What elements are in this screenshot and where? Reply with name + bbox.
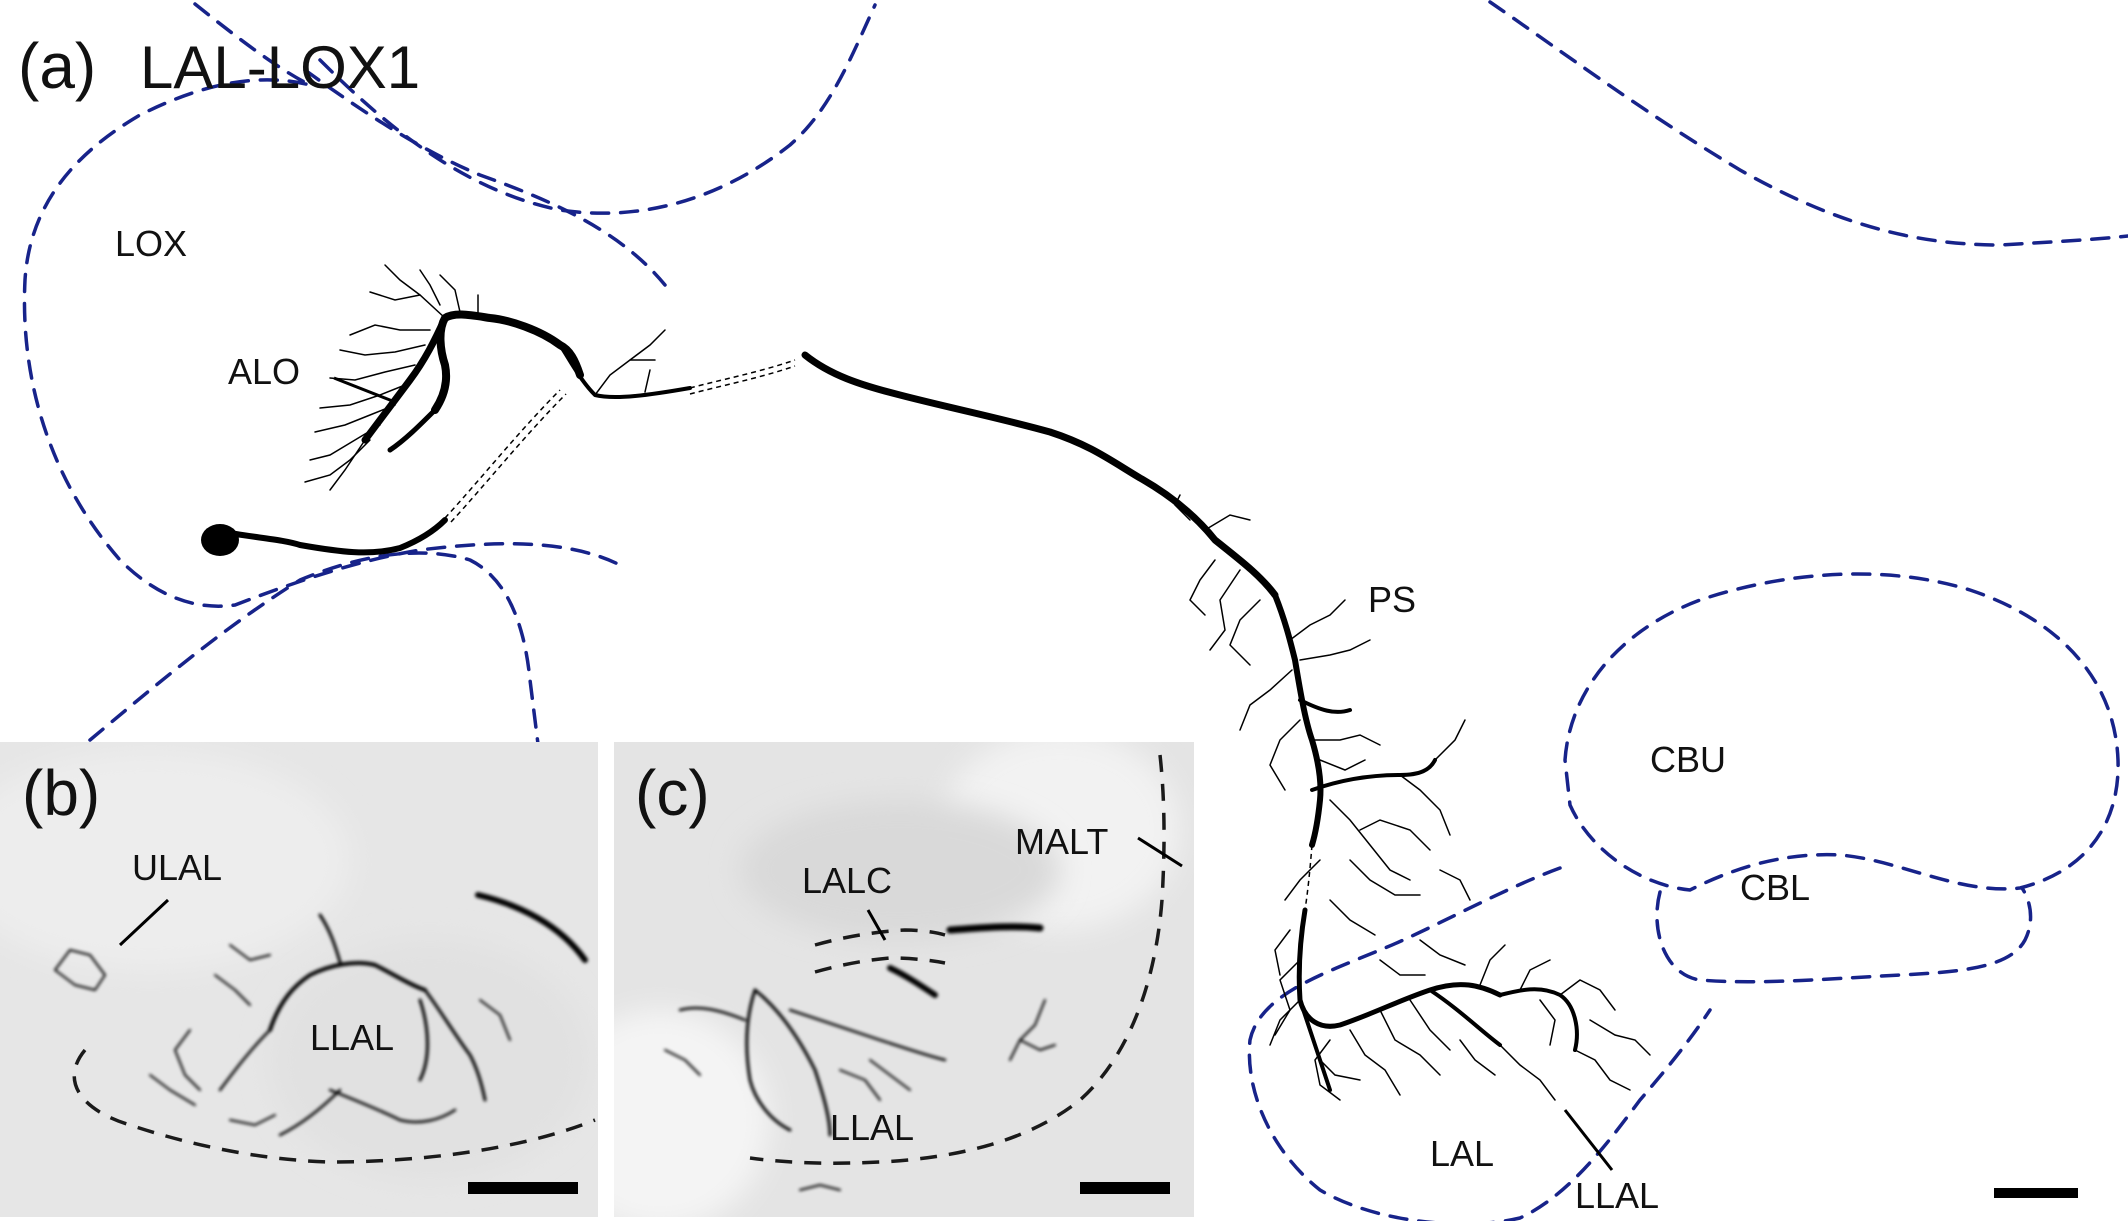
panel-c-neurites — [664, 923, 1056, 1191]
label-malt: MALT — [1015, 821, 1108, 862]
leader-llal-a — [1563, 1109, 1614, 1171]
lox-outline — [22, 2, 622, 608]
label-cbl: CBL — [1740, 867, 1810, 908]
right-protocerebrum-outline — [1488, 0, 2128, 247]
neuron-lal-lox1 — [201, 264, 1651, 1101]
panel-b — [0, 742, 598, 1217]
leader-alo — [333, 376, 396, 404]
panel-c-lalc-outline-upper — [814, 928, 946, 947]
label-ps: PS — [1368, 579, 1416, 620]
leader-malt — [1137, 836, 1183, 868]
label-lal: LAL — [1430, 1133, 1494, 1174]
label-ulal: ULAL — [132, 847, 222, 888]
cbu-outline — [1563, 572, 2120, 892]
lal-outline — [1247, 866, 1712, 1221]
label-alo: ALO — [228, 351, 300, 392]
label-lalc: LALC — [802, 860, 892, 901]
alo-main-branch — [431, 310, 584, 414]
scale-bar-a — [1994, 1188, 2078, 1198]
label-llal-c: LLAL — [830, 1107, 914, 1148]
cell-body — [201, 524, 239, 556]
primary-neurite — [233, 517, 448, 556]
label-llal-a: LLAL — [1575, 1175, 1659, 1216]
panel-c-lal-outline — [749, 754, 1166, 1165]
panel-a-labels: (a) LAL-LOX1 LOX ALO PS CBU CBL LAL LLAL — [18, 30, 2078, 1216]
scale-bar-c — [1080, 1182, 1170, 1194]
label-cbu: CBU — [1650, 739, 1726, 780]
panel-a-letter: (a) — [18, 30, 96, 102]
protocerebrum-outline — [318, 3, 877, 215]
panel-b-letter: (b) — [22, 757, 100, 829]
region-outlines — [22, 0, 2128, 1221]
panel-b-neurites — [54, 892, 588, 1137]
panel-c — [614, 742, 1194, 1217]
leader-lalc — [866, 909, 887, 941]
scale-bar-b — [468, 1182, 578, 1194]
upper-boundary-outline — [303, 68, 667, 287]
label-lox: LOX — [115, 223, 187, 264]
label-llal-b: LLAL — [310, 1017, 394, 1058]
leader-ulal — [118, 898, 170, 947]
panel-c-letter: (c) — [635, 757, 710, 829]
lower-lox-outline — [88, 551, 547, 802]
panel-a-title: LAL-LOX1 — [140, 34, 420, 101]
alo-fine-branches — [304, 264, 666, 491]
cbl-outline — [1655, 886, 2033, 984]
panel-b-lal-outline — [72, 1048, 596, 1164]
axon-main — [801, 351, 1279, 599]
ps-fine-arbor — [1174, 494, 1651, 1101]
